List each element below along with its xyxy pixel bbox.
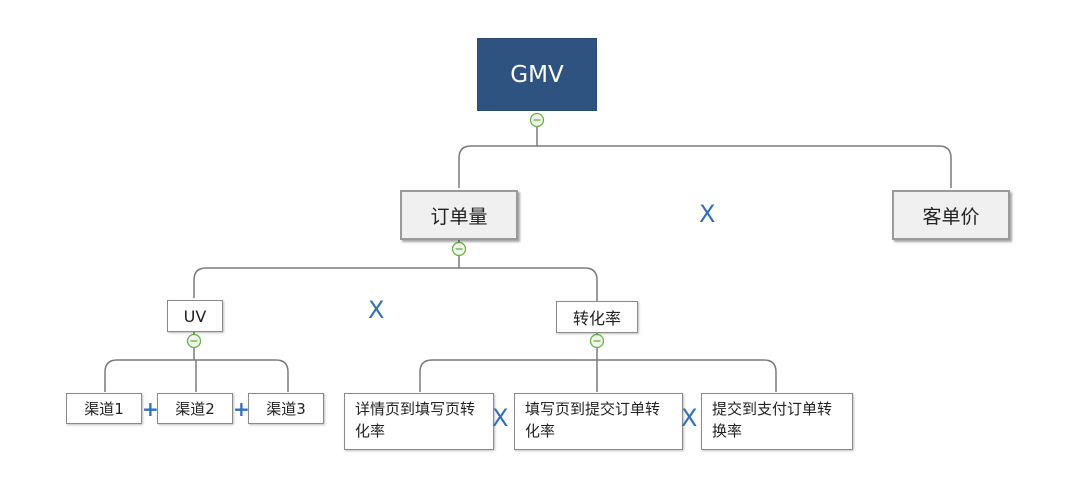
- node-channel-1-label: 渠道1: [84, 400, 124, 418]
- collapse-circle-icon: [451, 241, 467, 257]
- operator-times: X: [699, 200, 716, 228]
- operator-times: X: [681, 404, 698, 432]
- node-uv[interactable]: UV: [167, 300, 223, 332]
- operator-plus: +: [233, 397, 250, 421]
- node-conversion-3-label: 提交到支付订单转换率: [712, 400, 833, 440]
- node-avg-order-value[interactable]: 客单价: [892, 190, 1010, 240]
- collapse-circle-icon: [589, 333, 605, 349]
- node-order-count[interactable]: 订单量: [400, 190, 518, 240]
- node-conversion-2-label: 填写页到提交订单转化率: [525, 400, 661, 440]
- operator-plus: +: [142, 397, 159, 421]
- collapse-circle-icon: [529, 112, 545, 128]
- node-channel-2-label: 渠道2: [175, 400, 215, 418]
- node-conversion-rate[interactable]: 转化率: [556, 301, 638, 333]
- node-channel-3-label: 渠道3: [266, 400, 306, 418]
- node-order-count-label: 订单量: [430, 205, 488, 228]
- node-conversion-1[interactable]: 详情页到填写页转化率: [344, 393, 494, 450]
- node-conversion-1-label: 详情页到填写页转化率: [355, 400, 476, 440]
- node-conversion-rate-label: 转化率: [572, 309, 621, 328]
- node-avg-order-value-label: 客单价: [922, 205, 980, 228]
- node-channel-2[interactable]: 渠道2: [157, 393, 233, 424]
- connector-order-count: [193, 240, 598, 301]
- collapse-circle-icon: [186, 333, 202, 349]
- node-gmv-label: GMV: [510, 61, 564, 88]
- node-gmv[interactable]: GMV: [477, 38, 597, 111]
- node-conversion-2[interactable]: 填写页到提交订单转化率: [514, 393, 683, 450]
- operator-times: X: [492, 404, 509, 432]
- connector-root: [458, 120, 952, 188]
- node-channel-1[interactable]: 渠道1: [66, 393, 142, 424]
- collapse-toggles: [186, 112, 605, 349]
- operator-times: X: [368, 296, 385, 324]
- node-uv-label: UV: [183, 306, 207, 326]
- node-conversion-3[interactable]: 提交到支付订单转换率: [701, 393, 853, 450]
- node-channel-3[interactable]: 渠道3: [248, 393, 324, 424]
